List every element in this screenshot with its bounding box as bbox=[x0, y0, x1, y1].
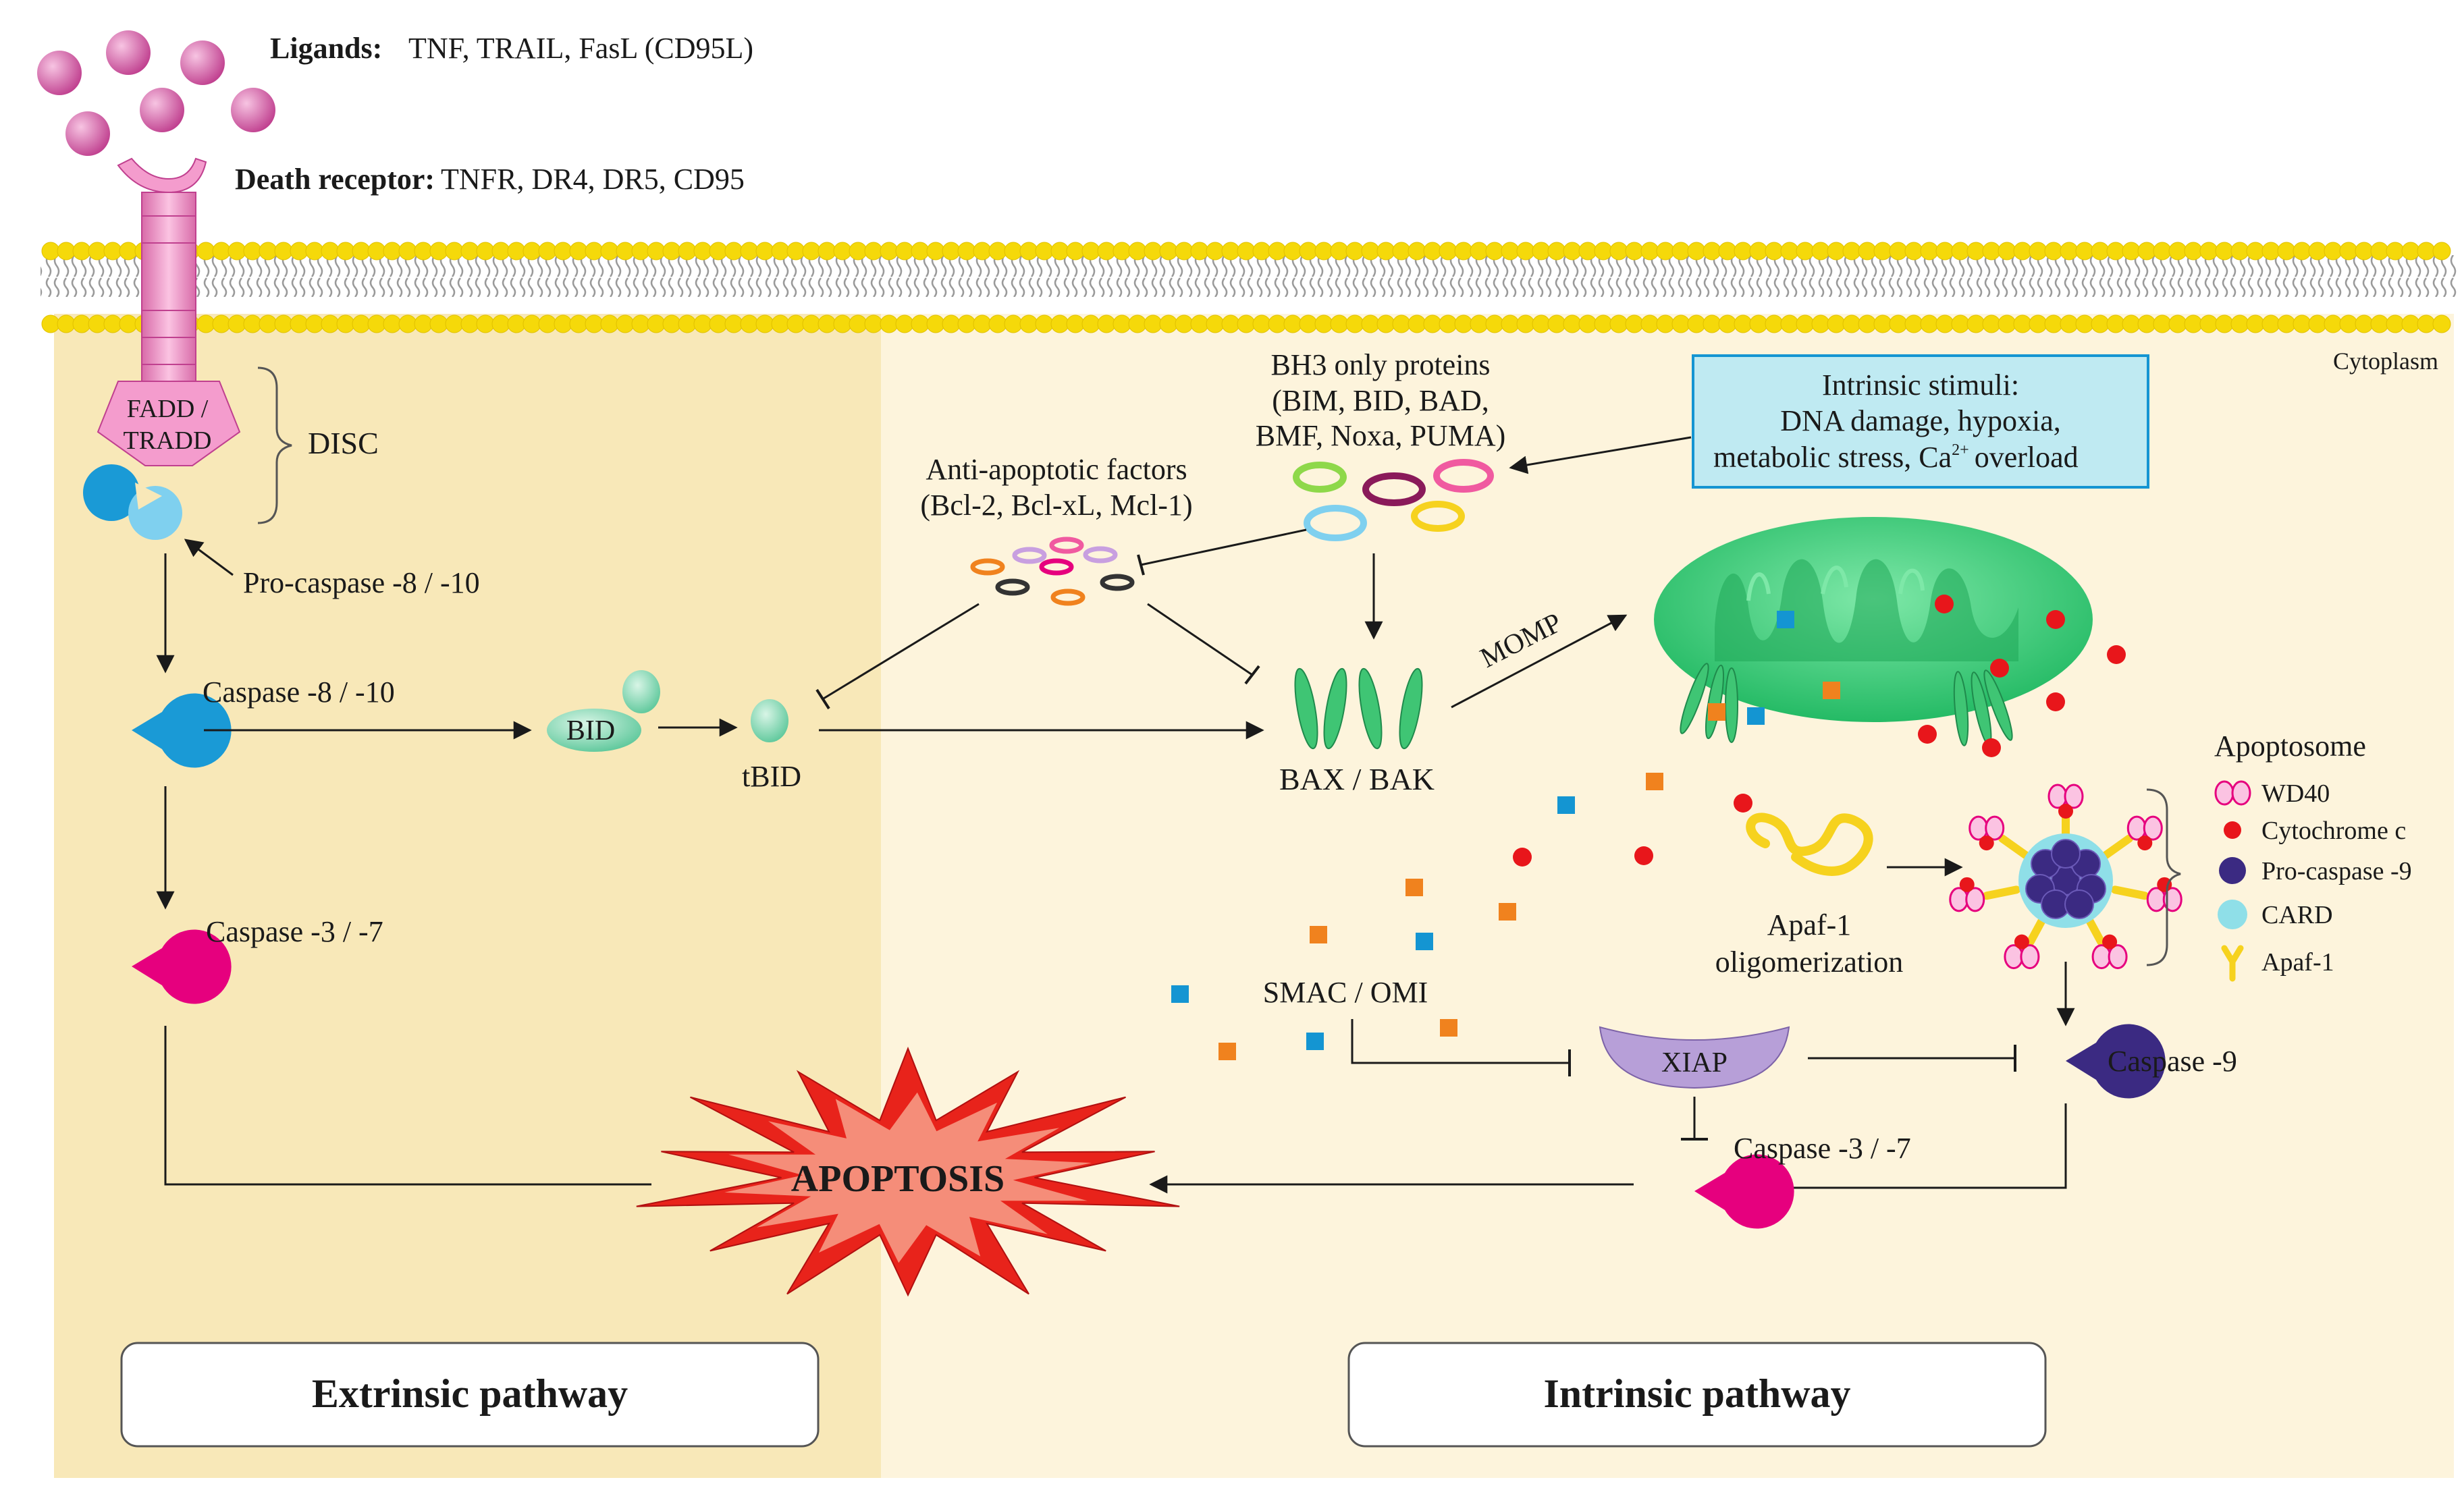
inhibit-bar-3 bbox=[1244, 665, 1260, 685]
wd40-icon bbox=[2214, 780, 2251, 806]
inhibit-anti-tbid bbox=[823, 603, 980, 700]
apoptosome-icon bbox=[1949, 784, 2182, 970]
bh3-label-2: (BIM, BID, BAD, bbox=[1272, 384, 1489, 417]
bax-bak-label: BAX / BAK bbox=[1279, 762, 1435, 796]
apaf1-label-1: Apaf-1 bbox=[1767, 908, 1852, 941]
receptor-list: TNFR, DR4, DR5, CD95 bbox=[441, 163, 745, 196]
disc-brace bbox=[257, 366, 292, 524]
legend-procaspase9: Pro-caspase -9 bbox=[2261, 857, 2412, 885]
ligands-list: TNF, TRAIL, FasL (CD95L) bbox=[408, 32, 753, 65]
apaf1-label-2: oligomerization bbox=[1715, 945, 1904, 979]
xiap-icon bbox=[1599, 1026, 1790, 1089]
apoptosome-legend-title: Apoptosome bbox=[2214, 730, 2366, 763]
intrinsic-title: Intrinsic pathway bbox=[1543, 1371, 1850, 1416]
caspase8-label: Caspase -8 / -10 bbox=[203, 676, 395, 709]
arrow-stimuli-to-bh3 bbox=[1509, 436, 1692, 474]
procaspase-8-icon bbox=[83, 464, 182, 540]
procaspase-arrow bbox=[184, 539, 234, 576]
mitochondria-icon bbox=[1654, 517, 2093, 746]
bh3-label-3: BMF, Noxa, PUMA) bbox=[1256, 419, 1506, 452]
procaspase-label: Pro-caspase -8 / -10 bbox=[243, 566, 480, 599]
anti-apoptotic-label-2: (Bcl-2, Bcl-xL, Mcl-1) bbox=[920, 489, 1192, 522]
bid-icon bbox=[547, 670, 660, 752]
inhibit-bar-2 bbox=[815, 688, 830, 710]
cell-membrane bbox=[41, 242, 2457, 333]
fadd-label-2: TRADD bbox=[124, 427, 212, 455]
intrinsic-region bbox=[881, 314, 2454, 1478]
anti-apoptotic-icon bbox=[970, 537, 1135, 606]
tbid-label: tBID bbox=[742, 760, 801, 793]
ligands-label: Ligands: bbox=[270, 32, 382, 65]
apoptosis-label: APOPTOSIS bbox=[791, 1158, 1005, 1200]
intrinsic-stimuli-box bbox=[1692, 354, 2149, 489]
card-icon bbox=[2218, 900, 2247, 929]
bid-label: BID bbox=[566, 715, 615, 746]
xiap-label: XIAP bbox=[1661, 1047, 1728, 1078]
intrinsic-panel bbox=[1347, 1342, 2047, 1448]
extrinsic-region bbox=[54, 314, 881, 1478]
extrinsic-panel bbox=[120, 1342, 820, 1448]
apaf1-legend-icon bbox=[2221, 945, 2244, 982]
apoptosis-burst-icon bbox=[636, 1046, 1180, 1297]
death-receptor-icon bbox=[117, 157, 207, 406]
bh3-label-1: BH3 only proteins bbox=[1270, 348, 1490, 381]
procaspase-9-icon bbox=[2219, 857, 2246, 884]
caspase-8-icon bbox=[132, 693, 232, 768]
inhibit-smac-xiap bbox=[1351, 1019, 1570, 1064]
anti-apoptotic-label-1: Anti-apoptotic factors bbox=[926, 453, 1187, 486]
caspase37-label-extrinsic: Caspase -3 / -7 bbox=[206, 915, 383, 948]
disc-label: DISC bbox=[308, 426, 379, 460]
fadd-tradd-icon bbox=[97, 381, 241, 466]
cytoplasm-label: Cytoplasm bbox=[2333, 348, 2438, 375]
extrinsic-title: Extrinsic pathway bbox=[312, 1371, 628, 1416]
line-caspase3-to-apoptosis bbox=[164, 1026, 651, 1186]
receptor-label: Death receptor: bbox=[235, 163, 435, 196]
stimuli-label-3: metabolic stress, Ca2+overload bbox=[1713, 441, 2079, 474]
caspase9-label: Caspase -9 bbox=[2108, 1045, 2237, 1078]
arrow-bax-to-mito bbox=[1451, 614, 1628, 709]
inhibit-bar-1 bbox=[1137, 554, 1145, 576]
ligand-icons bbox=[37, 30, 275, 156]
caspase-3-icon-extrinsic bbox=[132, 929, 232, 1004]
bax-bak-icon bbox=[1294, 667, 1423, 750]
fadd-label-1: FADD / bbox=[127, 395, 209, 423]
legend-apaf1: Apaf-1 bbox=[2261, 948, 2334, 977]
caspase-9-icon bbox=[2066, 1024, 2166, 1099]
arrow-caspase9-to-caspase3 bbox=[1732, 1103, 2067, 1197]
smac-omi-label: SMAC / OMI bbox=[1263, 976, 1428, 1009]
caspase37-label-intrinsic: Caspase -3 / -7 bbox=[1734, 1132, 1911, 1165]
legend-wd40: WD40 bbox=[2261, 779, 2330, 808]
smac-omi-squares bbox=[1171, 611, 1840, 1060]
bh3-proteins-icon bbox=[1293, 459, 1494, 541]
apaf1-icon bbox=[1746, 813, 1873, 876]
legend-cytochrome: Cytochrome c bbox=[2261, 817, 2406, 845]
stimuli-label-2: DNA damage, hypoxia, bbox=[1780, 404, 2060, 437]
inhibit-bh3-anti bbox=[1140, 528, 1307, 566]
cytochrome-c-dots bbox=[1513, 595, 2126, 867]
caspase-3-icon-intrinsic bbox=[1694, 1154, 1794, 1229]
inhibit-anti-bax bbox=[1147, 603, 1253, 676]
stimuli-label-1: Intrinsic stimuli: bbox=[1822, 368, 2019, 402]
legend-card: CARD bbox=[2261, 901, 2333, 929]
legend-brace bbox=[2146, 788, 2181, 966]
tbid-icon bbox=[751, 699, 788, 742]
cytochrome-c-icon bbox=[2224, 821, 2241, 839]
